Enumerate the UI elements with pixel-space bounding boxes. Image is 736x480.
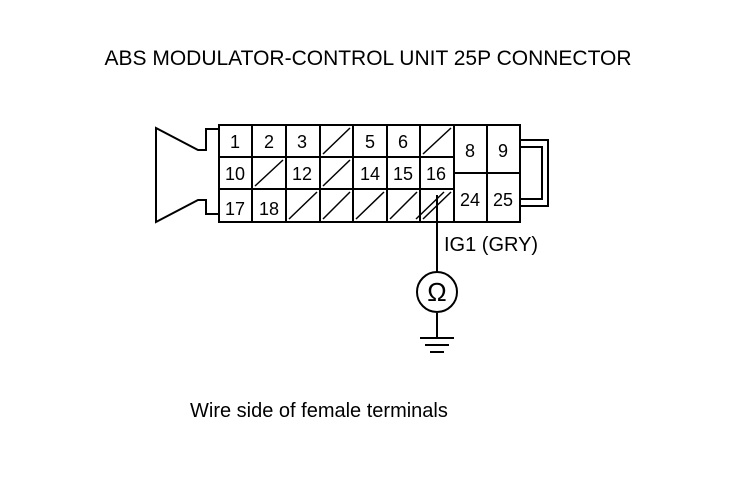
empty-cavity xyxy=(322,127,351,155)
empty-cavity xyxy=(254,159,284,187)
diagram-title: ABS MODULATOR-CONTROL UNIT 25P CONNECTOR xyxy=(104,47,632,70)
pin-number: 25 xyxy=(493,190,513,210)
pin-number: 12 xyxy=(292,164,312,184)
pin-number: 24 xyxy=(460,190,480,210)
wire-label: IG1 (GRY) xyxy=(444,234,538,256)
pin-number: 8 xyxy=(465,141,475,161)
pin-number: 1 xyxy=(230,132,240,152)
empty-cavity xyxy=(355,191,385,220)
empty-cavity xyxy=(422,127,452,155)
ohm-symbol: Ω xyxy=(427,277,446,307)
pin-number: 10 xyxy=(225,164,245,184)
empty-cavity xyxy=(288,191,318,220)
pin-number: 3 xyxy=(297,132,307,152)
ohmmeter-icon: Ω xyxy=(416,271,458,313)
pin-number: 14 xyxy=(360,164,380,184)
ground-icon xyxy=(420,332,454,353)
pin-number: 5 xyxy=(365,132,375,152)
pin-number: 6 xyxy=(398,132,408,152)
pin-labels: 1 2 3 5 6 10 12 14 15 16 17 18 8 9 24 25 xyxy=(225,132,513,219)
pin-number: 18 xyxy=(259,199,279,219)
pin-number: 2 xyxy=(264,132,274,152)
pin-number: 15 xyxy=(393,164,413,184)
empty-cavity xyxy=(415,191,445,220)
diagram-caption: Wire side of female terminals xyxy=(190,400,448,422)
empty-cavity xyxy=(322,159,351,187)
connector-grid xyxy=(219,125,520,222)
empty-cavity xyxy=(389,191,418,220)
pin-number: 17 xyxy=(225,199,245,219)
pin-number: 16 xyxy=(426,164,446,184)
empty-cavities xyxy=(254,127,452,220)
empty-cavity xyxy=(322,191,351,220)
pin-number: 9 xyxy=(498,141,508,161)
